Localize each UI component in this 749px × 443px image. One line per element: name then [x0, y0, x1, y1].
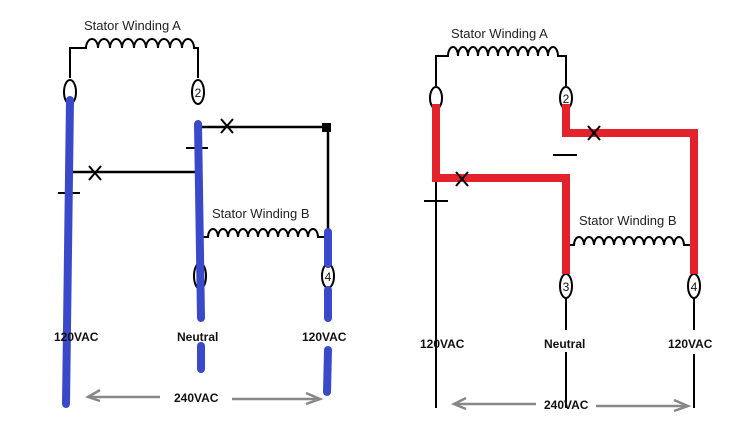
left-stator-a-label: Stator Winding A	[84, 18, 181, 33]
right-neutral-label: Neutral	[544, 337, 585, 351]
left-240vac-label: 240VAC	[174, 391, 219, 405]
right-line-1-label: 120VAC	[420, 337, 465, 351]
left-line-1-label: 120VAC	[54, 330, 99, 344]
left-stator-a-coil	[69, 38, 199, 78]
right-stator-a-coil	[435, 46, 567, 86]
right-stator-b-label: Stator Winding B	[579, 213, 677, 228]
right-terminal-2-label: 2	[563, 92, 570, 106]
right-stator-b-coil	[566, 236, 695, 272]
right-diagram: 2 3 4	[420, 26, 713, 413]
right-break-mark-2	[587, 125, 601, 141]
left-stator-b-coil	[200, 228, 329, 262]
left-terminal-4-label: 4	[325, 270, 332, 284]
left-stator-b-label: Stator Winding B	[212, 206, 310, 221]
left-wire-corner	[322, 123, 331, 132]
left-break-mark-1	[88, 165, 102, 181]
right-break-mark-1	[455, 171, 469, 187]
left-line-2-conductor-tail	[323, 346, 332, 396]
left-terminal-2-oval	[191, 79, 205, 105]
right-jumper-red-2	[562, 104, 698, 274]
left-line-2-label: 120VAC	[302, 330, 347, 344]
right-stator-a-label: Stator Winding A	[451, 26, 548, 41]
right-terminal-4-label: 4	[691, 280, 698, 294]
left-break-mark-2	[220, 118, 234, 134]
right-line-2-label: 120VAC	[668, 337, 713, 351]
right-terminal-3-label: 3	[563, 280, 570, 294]
right-240vac-label: 240VAC	[544, 398, 589, 412]
left-240-arrow	[84, 388, 324, 406]
left-line-1-conductor	[62, 96, 74, 408]
right-jumper-red-1	[432, 104, 570, 274]
left-diagram: 2 4	[54, 18, 347, 408]
left-neutral-label: Neutral	[177, 330, 218, 344]
left-terminal-2-label: 2	[195, 86, 202, 100]
right-240-arrow	[450, 396, 692, 413]
left-neutral-conductor	[194, 120, 205, 322]
